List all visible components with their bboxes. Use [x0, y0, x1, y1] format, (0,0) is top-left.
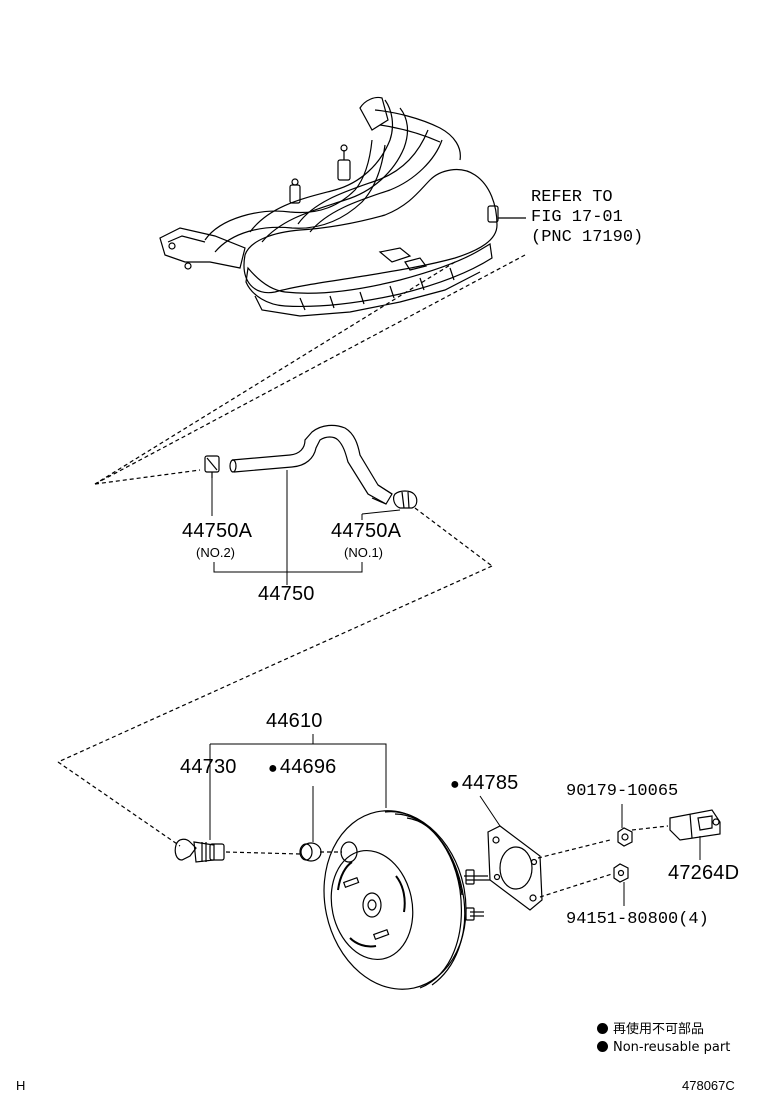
legend-en: Non-reusable part	[597, 1040, 730, 1055]
vacuum-hose	[229, 424, 393, 505]
intake-manifold	[159, 96, 499, 317]
refer-line-3: (PNC 17190)	[531, 228, 644, 247]
footer-right: 478067C	[682, 1078, 735, 1093]
label-94151-80800[interactable]: 94151-80800(4)	[566, 910, 709, 929]
clip-no1	[393, 490, 418, 509]
gasket	[487, 825, 543, 911]
refer-line-1: REFER TO	[531, 188, 613, 207]
label-44785[interactable]: 44785	[450, 772, 519, 795]
legend-jp-text: 再使用不可部品	[613, 1022, 705, 1037]
nut-94151	[613, 863, 629, 883]
hose-leaders	[211, 470, 401, 585]
brake-booster	[323, 810, 490, 990]
label-44750[interactable]: 44750	[258, 583, 315, 605]
dashed-connectors	[57, 254, 669, 898]
legend-jp: 再使用不可部品	[597, 1018, 704, 1037]
label-44610[interactable]: 44610	[266, 710, 323, 732]
label-44750a-no2-sub: (NO.2)	[196, 545, 235, 560]
nut-90179	[617, 827, 633, 847]
refer-line-2: FIG 17-01	[531, 208, 623, 227]
label-47264d[interactable]: 47264D	[668, 862, 740, 884]
booster-leaders	[209, 734, 701, 906]
legend-bullet-en	[597, 1041, 608, 1052]
label-44750a-no1[interactable]: 44750A	[331, 520, 402, 542]
footer-left: H	[16, 1078, 26, 1093]
label-90179-10065[interactable]: 90179-10065	[566, 782, 679, 801]
clevis	[669, 809, 721, 841]
label-44730[interactable]: 44730	[180, 756, 237, 778]
check-valve	[174, 838, 225, 863]
label-44750a-no1-sub: (NO.1)	[344, 545, 383, 560]
grommet	[299, 842, 322, 862]
legend-en-text: Non-reusable part	[613, 1040, 731, 1055]
clip-no2	[204, 455, 220, 478]
label-44750a-no2[interactable]: 44750A	[182, 520, 253, 542]
legend-bullet-jp	[597, 1023, 608, 1034]
label-44696[interactable]: 44696	[268, 756, 337, 779]
